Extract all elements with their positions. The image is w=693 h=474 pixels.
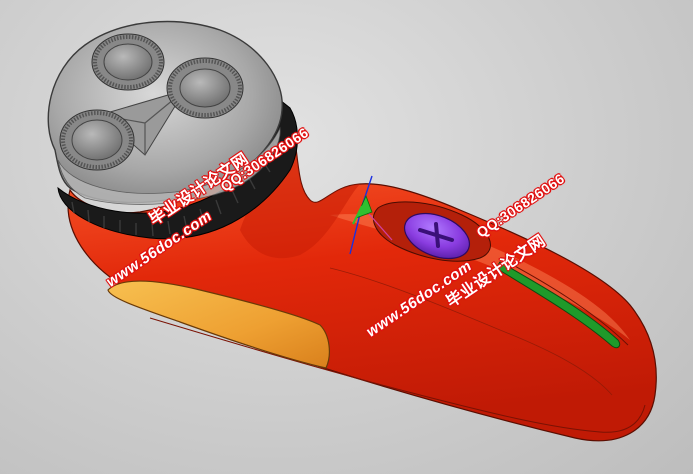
axis-triad-icon bbox=[349, 175, 393, 255]
cutter-right bbox=[166, 57, 244, 119]
indicator-strip bbox=[495, 261, 621, 349]
power-button bbox=[403, 212, 471, 260]
head-collar bbox=[57, 98, 298, 240]
head-shell-band bbox=[57, 126, 281, 205]
button-cross-icon bbox=[418, 222, 454, 248]
grip-pad bbox=[107, 280, 330, 369]
cutter-left bbox=[59, 109, 135, 171]
neck-shading bbox=[240, 120, 360, 259]
handle-seam bbox=[149, 317, 646, 433]
handle-seam-2 bbox=[329, 267, 613, 396]
cutter-top bbox=[91, 33, 165, 91]
collar-ribs bbox=[71, 141, 284, 237]
